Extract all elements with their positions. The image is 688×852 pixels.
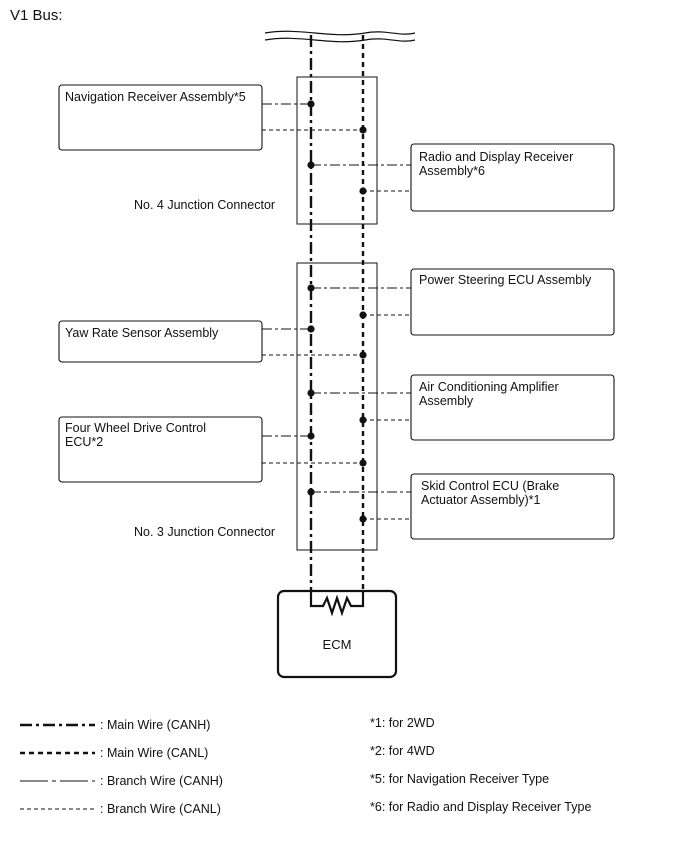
legend-main-canh: : Main Wire (CANH)	[100, 718, 210, 732]
note-1: *1: for 2WD	[370, 716, 435, 730]
air-conditioning-amplifier-label-line2: Assembly	[419, 394, 474, 408]
skid-control-ecu-box	[410, 473, 615, 540]
radio-display-receiver-label-line2: Assembly*6	[419, 164, 485, 178]
four-wheel-drive-ecu-label-line1: Four Wheel Drive Control	[65, 421, 206, 435]
note-6: *6: for Radio and Display Receiver Type	[370, 800, 591, 814]
wire-break-symbol	[264, 30, 416, 43]
air-conditioning-amplifier-box	[410, 374, 615, 441]
radio-display-receiver-box	[410, 143, 615, 212]
yaw-rate-sensor-box	[58, 320, 263, 363]
navigation-receiver-label: Navigation Receiver Assembly*5	[65, 90, 246, 104]
diagram-title: V1 Bus:	[10, 7, 63, 24]
four-wheel-drive-ecu-box	[58, 416, 263, 483]
legend: : Main Wire (CANH) : Main Wire (CANL) : …	[20, 718, 223, 816]
skid-control-ecu-label-line1: Skid Control ECU (Brake	[421, 479, 559, 493]
note-2: *2: for 4WD	[370, 744, 435, 758]
power-steering-ecu-box	[410, 268, 615, 336]
navigation-receiver-box	[58, 84, 263, 151]
air-conditioning-amplifier-label-line1: Air Conditioning Amplifier	[419, 380, 559, 394]
legend-branch-canl: : Branch Wire (CANL)	[100, 802, 221, 816]
power-steering-ecu-label: Power Steering ECU Assembly	[419, 273, 592, 287]
legend-branch-canh: : Branch Wire (CANH)	[100, 774, 223, 788]
skid-control-ecu-label-line2: Actuator Assembly)*1	[421, 493, 541, 507]
junction-no3-label: No. 3 Junction Connector	[134, 525, 275, 539]
junction-connector-no3	[296, 262, 378, 551]
four-wheel-drive-ecu-label-line2: ECU*2	[65, 435, 103, 449]
ecm-label: ECM	[323, 637, 352, 652]
ecm-box	[276, 589, 398, 679]
yaw-rate-sensor-label: Yaw Rate Sensor Assembly	[65, 326, 219, 340]
footnotes: *1: for 2WD *2: for 4WD *5: for Navigati…	[370, 716, 591, 814]
junction-no4-label: No. 4 Junction Connector	[134, 198, 275, 212]
junction-connector-no4	[296, 76, 378, 225]
radio-display-receiver-label-line1: Radio and Display Receiver	[419, 150, 573, 164]
branch-wires	[262, 103, 411, 520]
terminating-resistor	[309, 591, 365, 617]
legend-main-canl: : Main Wire (CANL)	[100, 746, 208, 760]
junction-dots	[307, 100, 367, 523]
note-5: *5: for Navigation Receiver Type	[370, 772, 549, 786]
